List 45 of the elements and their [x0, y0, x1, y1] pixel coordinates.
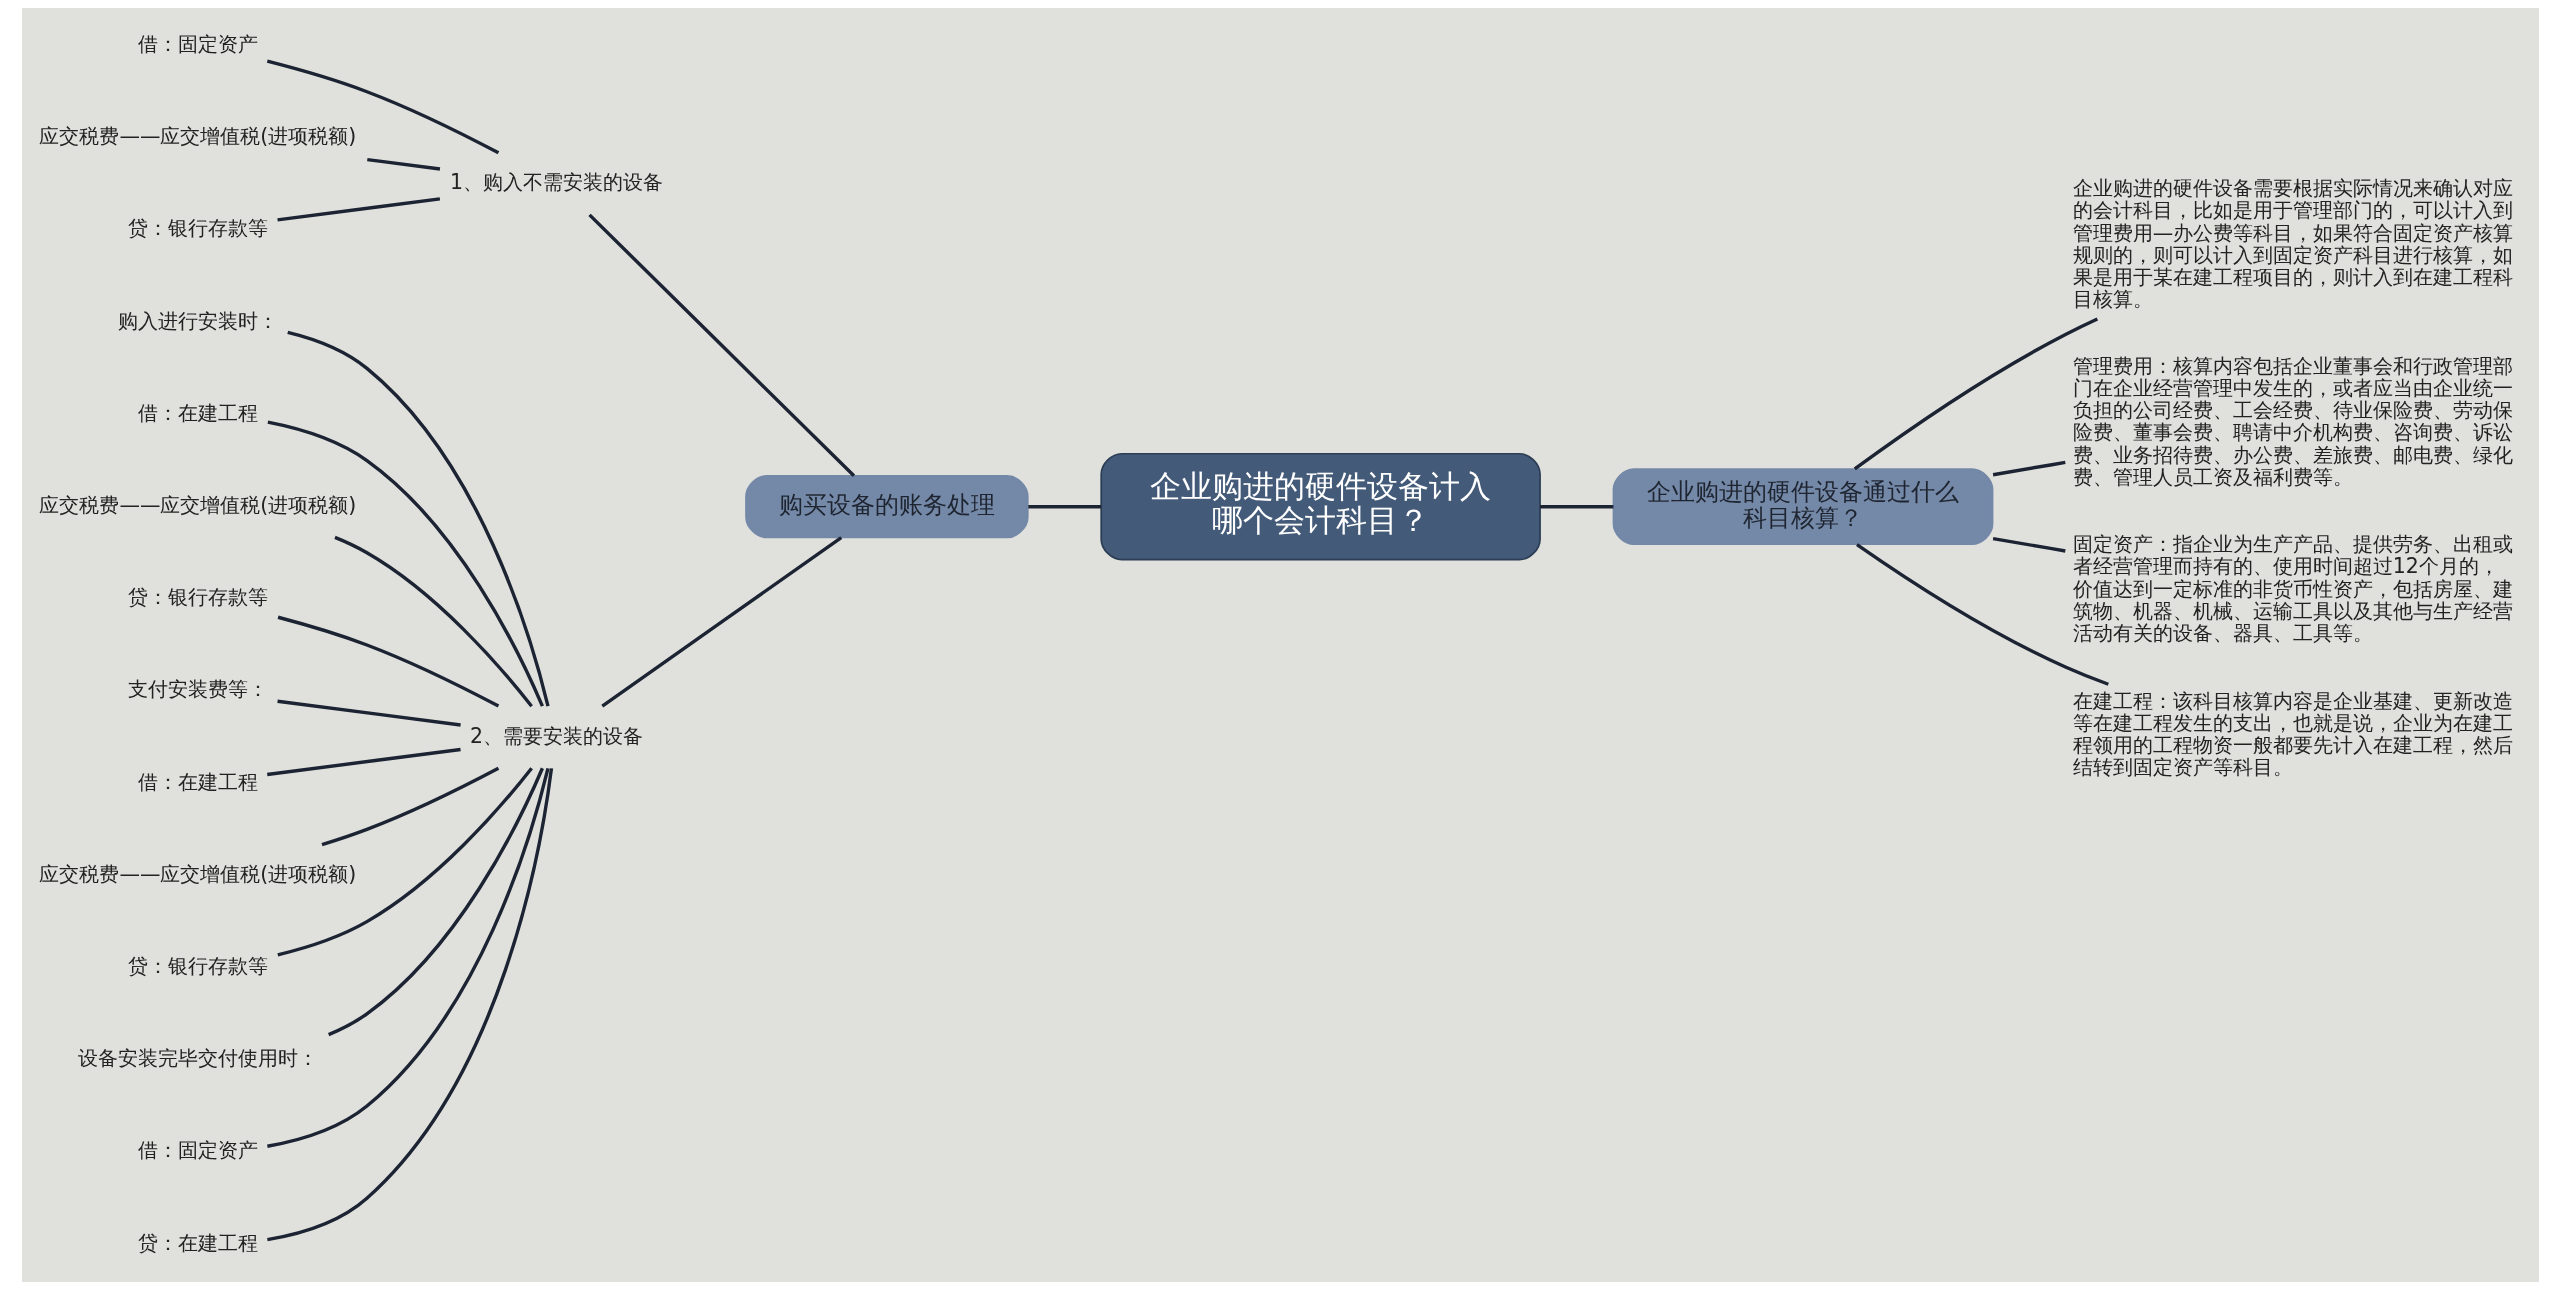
node-text: 借：固定资产: [137, 1138, 258, 1163]
connector: [1027, 504, 1101, 509]
node-text: 应交税费——应交增值税(进项税额): [38, 492, 356, 517]
node-text: 贷：银行存款等: [127, 216, 268, 241]
node-text: 管理费用：核算内容包括企业董事会和行政管理部门在企业经营管理中发生的，或者应当由企业统一负担的公司经费、工会经费、待业保险费、劳动保险费、董事会费、聘请中介机构费、咨询费、诉讼费、业务招待费、办公费、差旅费、邮电费、绿化费、管理人员工资及福利费等。: [2072, 353, 2513, 489]
node-text: 企业购进的硬件设备需要根据实际情况来确认对应的会计科目，比如是用于管理部门的，可以计入到管理费用—办公费等科目，如果符合固定资产核算规则的，则可以计入到固定资产科目进行核算，如果是用于某在建工程项目的，则计入到在建工程科目核算。: [2072, 176, 2513, 312]
node-text: 购入进行安装时：: [117, 308, 278, 333]
node-box: 企业购进的硬件设备通过什么科目核算？: [1612, 468, 1993, 546]
connector: [276, 197, 440, 222]
node-text: 固定资产：指企业为生产产品、提供劳务、出租或者经营管理而持有的、使用时间超过12个月的，价值达到一定标准的非货币性资产，包括房屋、建筑物、机器、机械、运输工具以及其他与生产经营活动有关的设备、器具、工具等。: [2072, 532, 2513, 646]
connector: [1992, 537, 2066, 553]
connector: [266, 768, 553, 1242]
connector: [276, 699, 461, 727]
node-text: 1、购入不需安装的设备: [449, 170, 663, 195]
node-box: 企业购进的硬件设备计入哪个会计科目？: [1099, 452, 1541, 561]
node-text: 在建工程：该科目核算内容是企业基建、更新改造等在建工程发生的支出，也就是说，企业为在建工程领用的工程物资一般都要先计入在建工程，然后结转到固定资产等科目。: [2072, 688, 2513, 780]
connector: [333, 535, 533, 708]
connector: [587, 213, 855, 478]
node-text: 借：在建工程: [137, 769, 258, 794]
node-text: 贷：在建工程: [137, 1230, 258, 1255]
node-text: 应交税费——应交增值税(进项税额): [38, 861, 356, 886]
node-text: 设备安装完毕交付使用时：: [77, 1046, 318, 1071]
connector: [327, 767, 544, 1037]
node-box: 购买设备的账务处理: [744, 475, 1029, 539]
connector: [1855, 543, 2109, 686]
connector: [321, 766, 499, 847]
connector: [266, 767, 550, 1148]
node-text: 贷：银行存款等: [127, 585, 268, 610]
node-text: 借：在建工程: [137, 400, 258, 425]
node-text: 2、需要安装的设备: [469, 723, 643, 748]
node-text: 贷：银行存款等: [127, 954, 268, 979]
node-text: 支付安装费等：: [127, 677, 268, 702]
connector: [286, 330, 550, 707]
node-text: 应交税费——应交增值税(进项税额): [38, 124, 356, 149]
connector: [1853, 317, 2098, 471]
connector: [266, 59, 499, 155]
connector: [1992, 460, 2066, 477]
node-text: 借：固定资产: [137, 31, 258, 56]
connector: [1539, 504, 1613, 509]
connector: [366, 157, 440, 171]
connector: [600, 536, 842, 708]
connector: [267, 420, 544, 707]
connector: [277, 615, 499, 708]
connector: [276, 767, 533, 957]
connector: [266, 747, 461, 777]
